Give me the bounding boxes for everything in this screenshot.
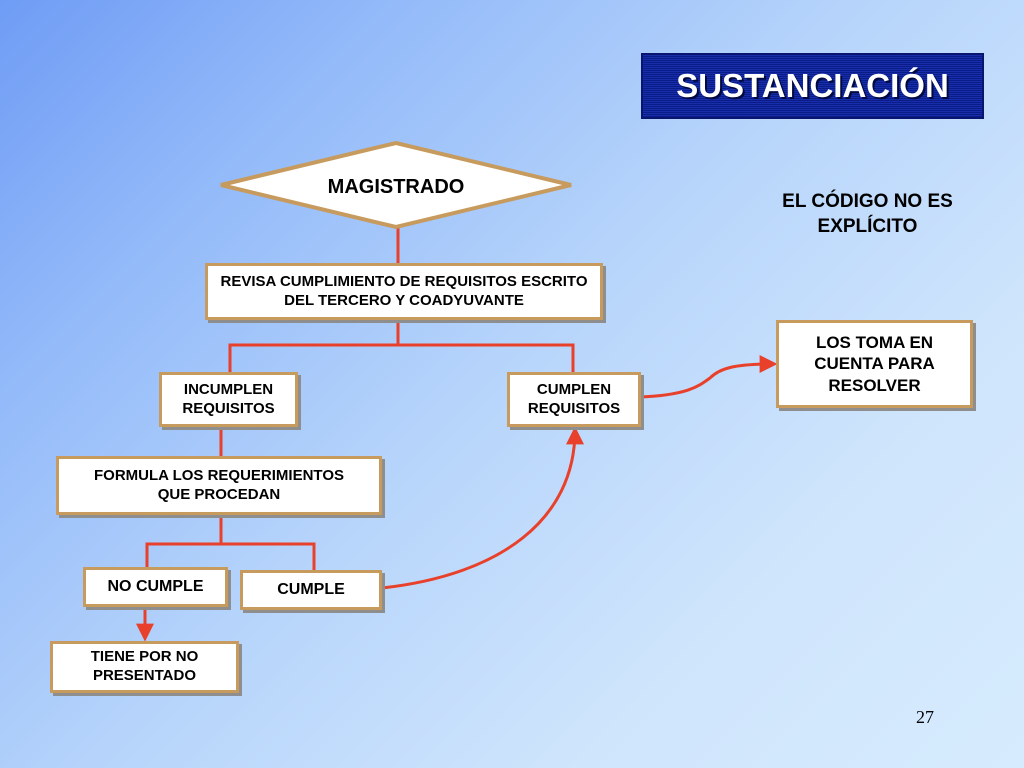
box-formula: FORMULA LOS REQUERIMIENTOS QUE PROCEDAN <box>56 456 382 515</box>
arrow-to-los-toma <box>639 355 778 399</box>
box-tiene: TIENE POR NO PRESENTADO <box>50 641 239 693</box>
box-cumplen: CUMPLEN REQUISITOS <box>507 372 641 427</box>
box-los-toma: LOS TOMA EN CUENTA PARA RESOLVER <box>776 320 973 408</box>
line-branch-bottom <box>145 542 316 570</box>
box-incumplen: INCUMPLEN REQUISITOS <box>159 372 298 427</box>
box-no-cumple: NO CUMPLE <box>83 567 228 607</box>
slide-title: SUSTANCIACIÓN <box>641 53 984 119</box>
page-number: 27 <box>916 707 934 727</box>
box-cumple: CUMPLE <box>240 570 382 610</box>
side-note: EL CÓDIGO NO ES EXPLÍCITO <box>782 191 953 237</box>
line-branch-top <box>228 343 575 372</box>
box-revisa: REVISA CUMPLIMIENTO DE REQUISITOS ESCRIT… <box>205 263 603 320</box>
magistrado-diamond <box>220 140 572 230</box>
magistrado-label: MAGISTRADO <box>327 175 465 198</box>
arrow-cumple-to-cumplen <box>381 426 584 590</box>
